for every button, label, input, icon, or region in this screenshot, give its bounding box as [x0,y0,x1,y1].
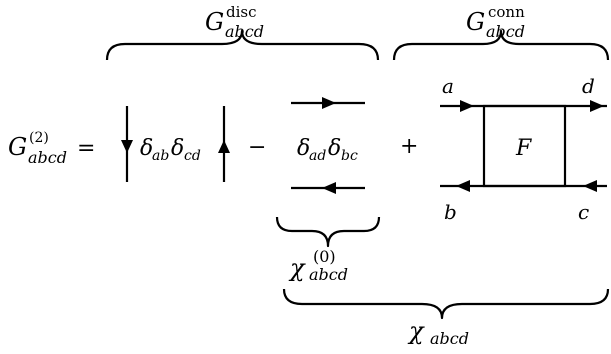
disc-brace-group: G disc abcd [105,3,380,61]
minus-sign: − [248,135,266,160]
bubble-symbol: χ [288,254,306,282]
term2-delta1: δ [297,136,310,161]
term1-down-arrow-icon [121,140,133,153]
bubble-subscript: abcd [309,265,348,284]
disc-brace [105,29,380,61]
lhs-symbol: G [8,133,27,161]
bubble-superscript: (0) [313,247,336,266]
leg-d-arrow-icon [590,100,604,112]
bubble-brace-group: χ (0) abcd [275,216,381,284]
conn-brace-superscript: conn [488,3,525,21]
leg-d-label: d [582,74,595,98]
conn-brace [392,29,610,61]
term2-left-arrow-icon [322,182,336,194]
disc-brace-symbol: G [205,8,224,36]
term2-delta2-sub: bc [341,148,358,164]
term1-up-arrow-icon [218,140,230,153]
chi-subscript: abcd [430,329,469,348]
vertex-box [482,104,567,188]
leg-b-label: b [444,200,457,224]
term1-disconnected: δ ab δ cd [121,106,230,182]
conn-brace-symbol: G [466,8,485,36]
term1-delta2: δ [171,136,184,161]
leg-a-arrow-icon [460,100,474,112]
lhs-subscript: abcd [28,148,67,167]
term2-right-arrow-icon [322,97,336,109]
leg-c-arrow-icon [583,180,597,192]
term2-delta2: δ [328,136,341,161]
term1-delta1: δ [140,136,153,161]
term2-delta1-sub: ad [309,148,326,164]
conn-brace-group: G conn abcd [392,3,610,61]
bubble-brace [275,216,381,248]
leg-b-arrow-icon [456,180,470,192]
connected-vertex-diagram: F a d b c [440,74,607,224]
vertex-label: F [515,136,532,161]
conn-brace-subscript: abcd [486,22,525,41]
chi-symbol: χ [407,317,425,345]
lhs-expression: G (2) abcd = [8,130,95,167]
chi-brace [282,288,610,320]
term1-delta2-sub: cd [184,148,201,164]
leg-a-label: a [442,74,454,98]
disc-brace-superscript: disc [226,3,257,21]
leg-c-label: c [578,200,589,224]
lhs-superscript: (2) [29,130,49,146]
plus-sign: + [400,134,418,159]
lhs-equals: = [77,136,95,161]
term1-delta1-sub: ab [152,148,169,164]
chi-brace-group: χ abcd [282,288,610,348]
disc-brace-subscript: abcd [225,22,264,41]
term2-disconnected: δ ad δ bc [291,97,365,194]
